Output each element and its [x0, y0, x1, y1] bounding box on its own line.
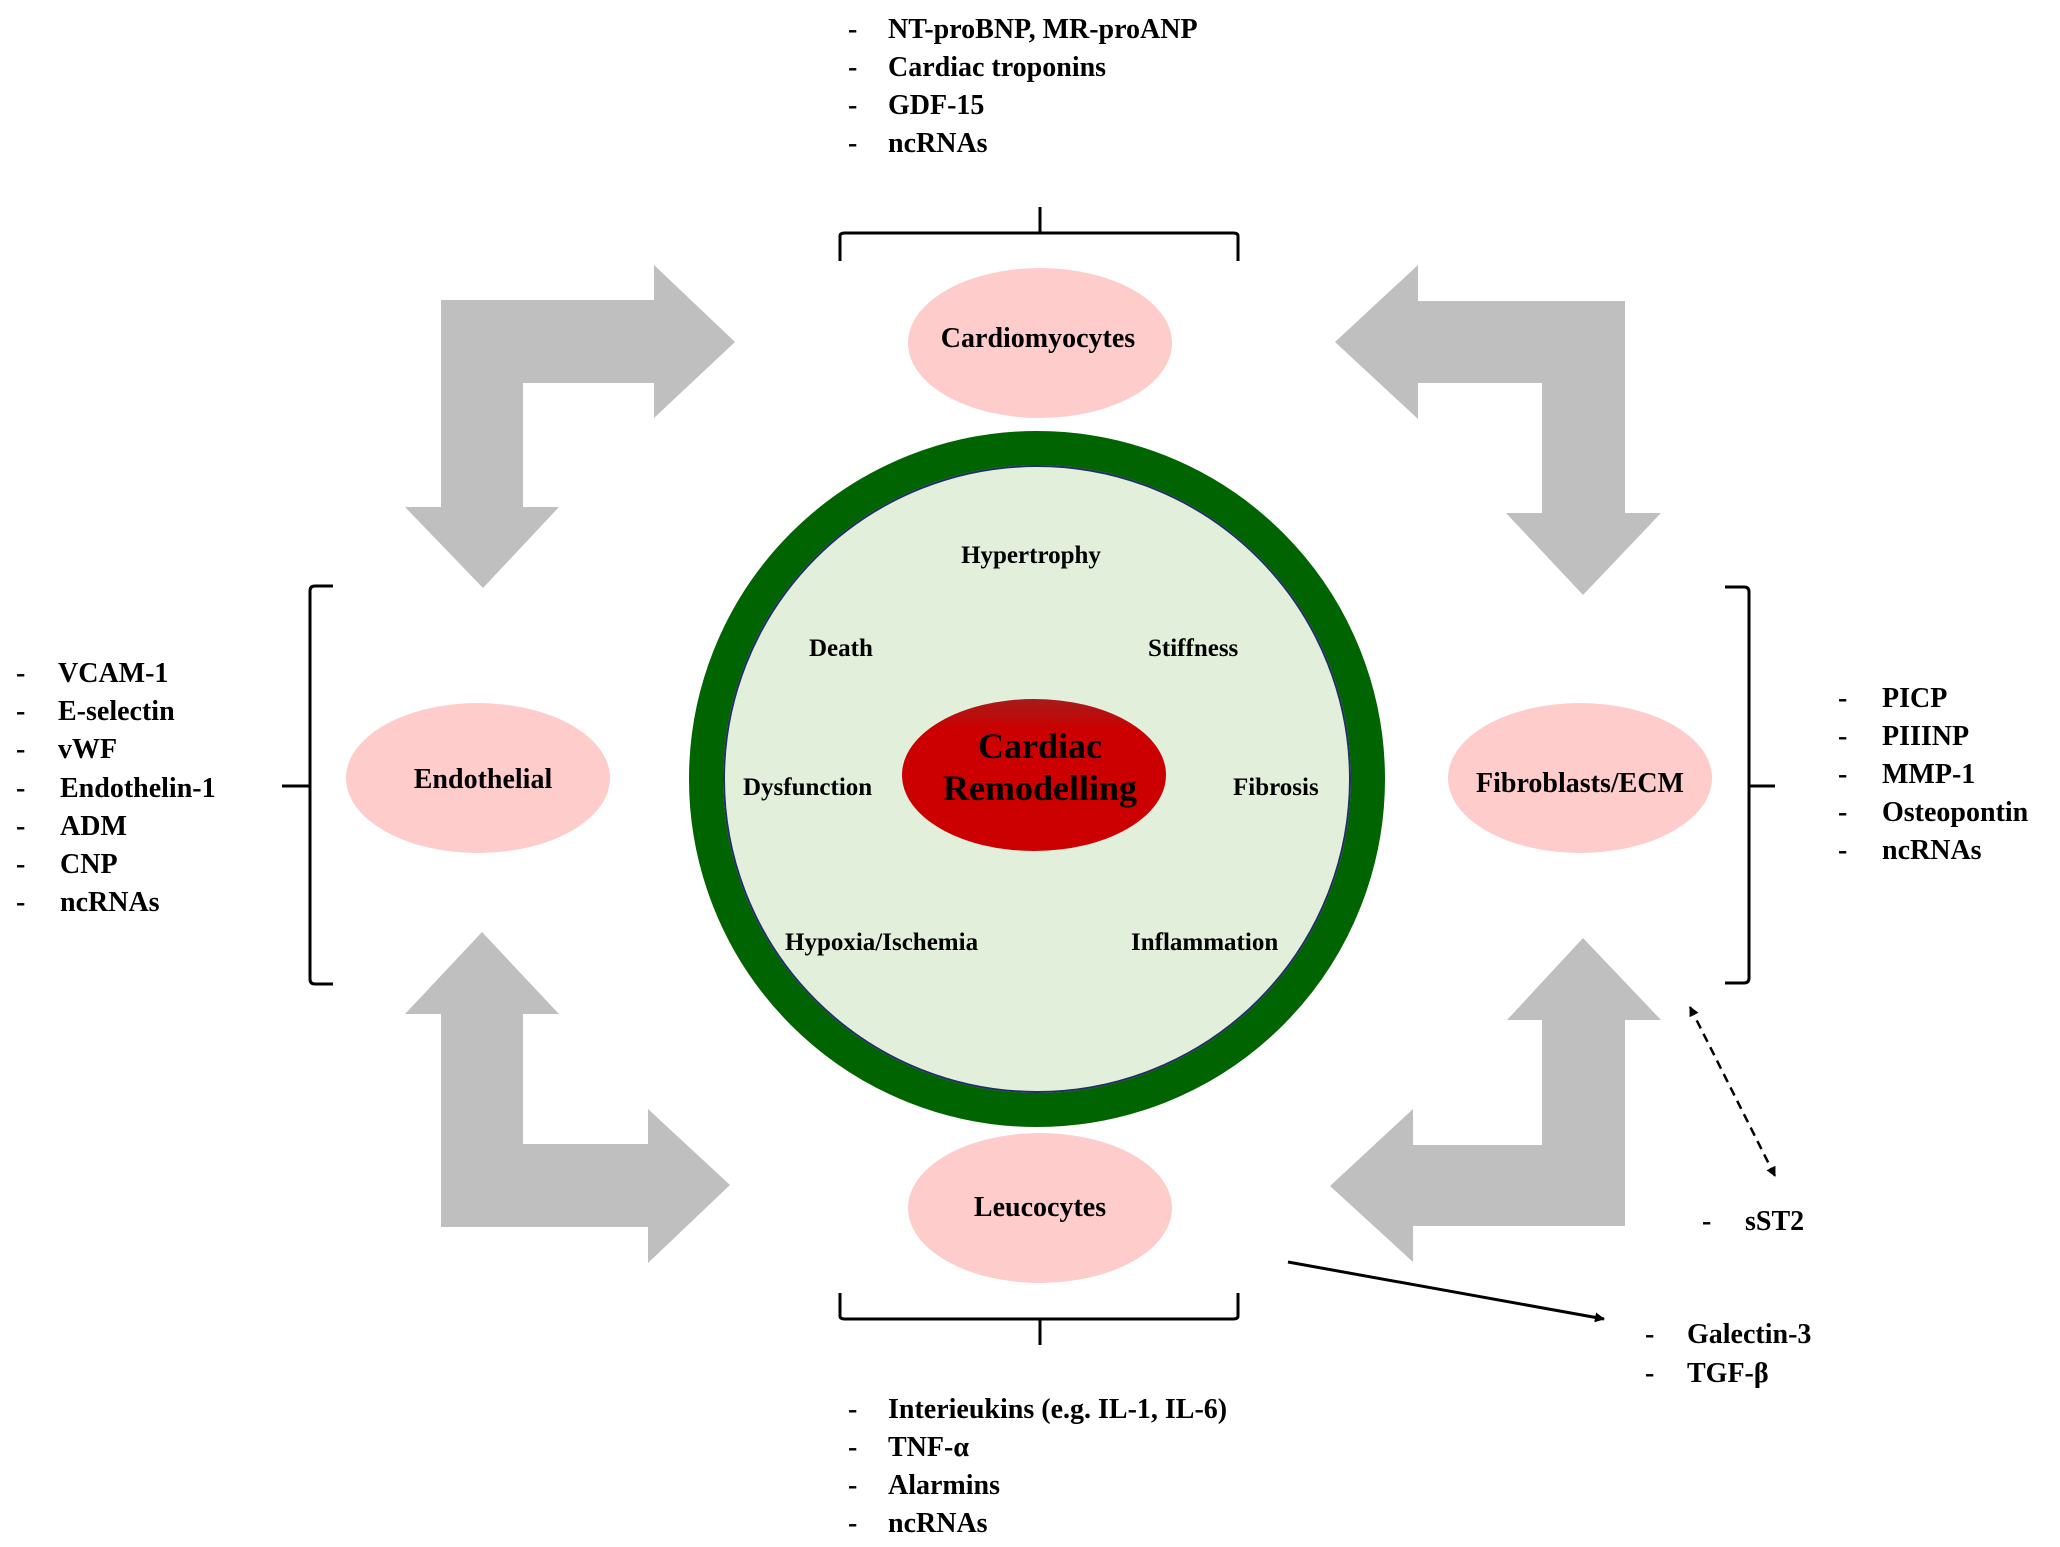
dashed-arrow-sst2 [1688, 1006, 1777, 1177]
core-ellipse [902, 699, 1166, 851]
biomarkers-cardiomyocytes: - NT-proBNP, MR-proANP - Cardiac troponi… [848, 14, 1198, 159]
biomarker-item: MMP-1 [1882, 759, 1975, 790]
bullet: - [1838, 759, 1847, 790]
biomarker-item: ncRNAs [888, 1508, 988, 1539]
biomarker-item: E-selectin [58, 696, 175, 727]
arrow-top-right [1335, 265, 1661, 595]
biomarker-item: Galectin-3 [1687, 1319, 1811, 1350]
bullet: - [16, 658, 25, 689]
process-stiffness: Stiffness [1148, 635, 1239, 662]
bullet: - [16, 734, 25, 765]
bullet: - [1645, 1358, 1654, 1389]
cell-leucocytes-label: Leucocytes [974, 1192, 1106, 1223]
bullet: - [848, 1470, 857, 1501]
biomarker-item: TGF-β [1687, 1358, 1769, 1389]
bullet: - [1838, 683, 1847, 714]
biomarker-item: ncRNAs [60, 887, 160, 918]
cell-fibroblasts-label: Fibroblasts/ECM [1476, 768, 1684, 799]
biomarker-item: sST2 [1745, 1206, 1804, 1237]
cell-cardiomyocytes [908, 268, 1172, 418]
biomarker-item: Interieukins (e.g. IL-1, IL-6) [888, 1394, 1227, 1425]
bullet: - [848, 1508, 857, 1539]
bullet: - [1838, 835, 1847, 866]
arrow-bottom-left [405, 932, 730, 1263]
bullet: - [848, 14, 857, 45]
bullet: - [1838, 721, 1847, 752]
bullet: - [848, 1394, 857, 1425]
biomarkers-endothelial: - VCAM-1 - E-selectin - vWF - Endothelin… [16, 658, 216, 918]
cell-endothelial [346, 703, 610, 853]
ring-inner-edge [723, 465, 1351, 1093]
bullet: - [848, 52, 857, 83]
biomarker-item: ADM [60, 811, 127, 842]
bullet: - [16, 811, 25, 842]
cell-endothelial-label: Endothelial [414, 764, 553, 795]
biomarker-item: Alarmins [888, 1470, 1000, 1501]
biomarker-item: PIIINP [1882, 721, 1969, 752]
biomarker-item: ncRNAs [1882, 835, 1982, 866]
bracket-bottom [838, 1293, 1240, 1345]
biomarker-item: NT-proBNP, MR-proANP [888, 14, 1198, 45]
biomarker-item: CNP [60, 849, 118, 880]
cell-leucocytes [908, 1133, 1172, 1283]
biomarkers-sst2: - sST2 [1702, 1206, 1804, 1237]
bullet: - [848, 1432, 857, 1463]
bullet: - [848, 128, 857, 159]
biomarkers-galectin: - Galectin-3 - TGF-β [1645, 1319, 1811, 1389]
cell-cardiomyocytes-label: Cardiomyocytes [941, 323, 1136, 354]
bullet: - [848, 90, 857, 121]
process-inflammation: Inflammation [1131, 929, 1278, 956]
process-fibrosis: Fibrosis [1233, 774, 1319, 801]
biomarker-item: PICP [1882, 683, 1947, 714]
biomarker-item: GDF-15 [888, 90, 984, 121]
process-dysfunction: Dysfunction [743, 774, 872, 801]
bullet: - [16, 849, 25, 880]
bullet: - [1645, 1319, 1654, 1350]
process-hypoxia: Hypoxia/Ischemia [785, 929, 979, 956]
biomarkers-fibroblasts: - PICP - PIIINP - MMP-1 - Osteopontin - … [1838, 683, 2029, 866]
biomarker-item: ncRNAs [888, 128, 988, 159]
biomarker-item: TNF-α [888, 1432, 969, 1463]
bracket-right [1725, 585, 1775, 985]
bullet: - [16, 696, 25, 727]
arrow-to-galectin [1287, 1260, 1605, 1323]
bullet: - [1838, 797, 1847, 828]
bracket-left [282, 584, 333, 986]
core-label-line2: Remodelling [943, 768, 1137, 808]
cell-fibroblasts [1448, 703, 1712, 853]
core-label-line1: Cardiac [978, 726, 1102, 766]
biomarker-item: VCAM-1 [58, 658, 168, 689]
biomarker-item: Cardiac troponins [888, 52, 1106, 83]
bullet: - [16, 887, 25, 918]
process-death: Death [809, 635, 873, 662]
biomarkers-leucocytes: - Interieukins (e.g. IL-1, IL-6) - TNF-α… [848, 1394, 1227, 1539]
bullet: - [1702, 1206, 1711, 1237]
biomarker-item: Osteopontin [1882, 797, 2029, 828]
arrow-top-left [405, 265, 735, 588]
arrow-bottom-right [1330, 938, 1661, 1262]
biomarker-item: Endothelin-1 [60, 773, 216, 804]
bullet: - [16, 773, 25, 804]
process-hypertrophy: Hypertrophy [961, 542, 1101, 569]
biomarker-item: vWF [58, 734, 117, 765]
bracket-top [838, 207, 1240, 261]
